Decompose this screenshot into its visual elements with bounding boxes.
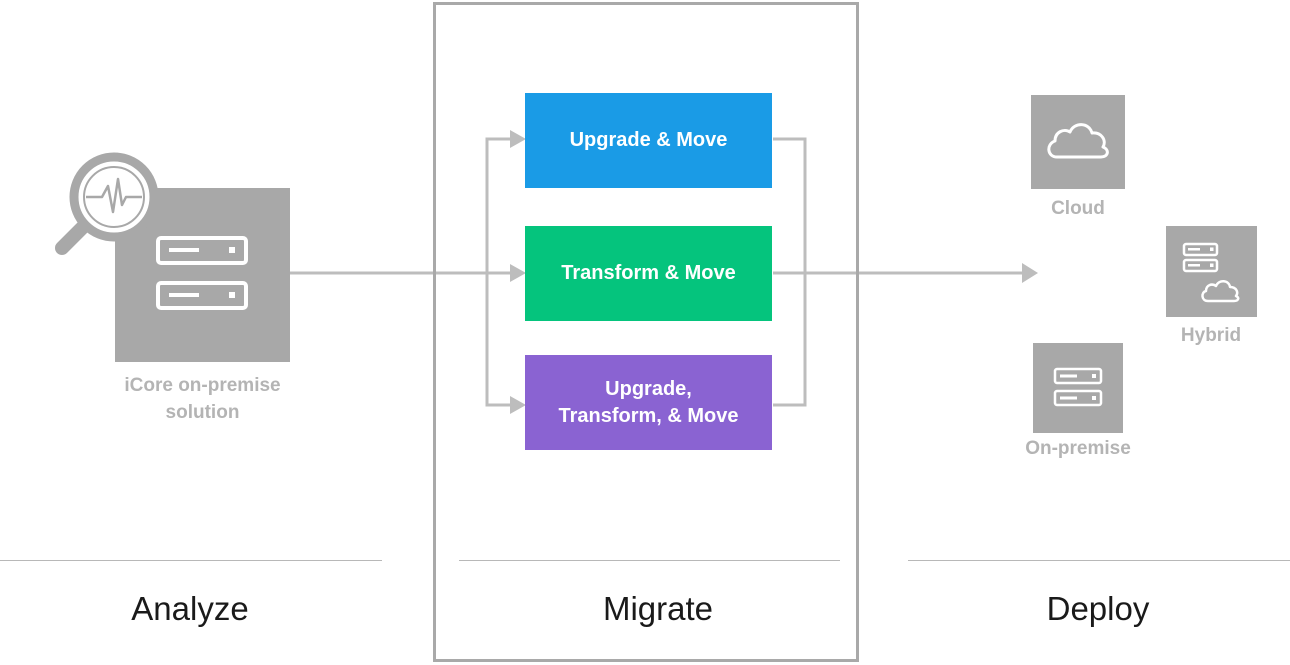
migrate-divider	[459, 560, 840, 561]
option-label: Transform & Move	[561, 262, 736, 284]
analyze-caption: iCore on-premise solution	[124, 375, 281, 423]
analyze-divider	[0, 560, 382, 561]
cloud-icon	[1031, 95, 1125, 189]
deploy-divider	[908, 560, 1290, 561]
option-upgrade-move: Upgrade & Move	[525, 93, 772, 188]
on-premise-label: On-premise	[1025, 438, 1131, 459]
stage-label-migrate: Migrate	[602, 590, 714, 627]
arrowhead-transform	[510, 264, 526, 282]
arrowhead-upgrade-transform	[510, 396, 526, 414]
cloud-label: Cloud	[1051, 198, 1105, 219]
option-label: Upgrade, Transform, & Move	[558, 377, 739, 427]
option-label: Upgrade & Move	[569, 129, 728, 151]
option-transform-move: Transform & Move	[525, 226, 772, 321]
on-premise-server-icon	[115, 188, 290, 362]
hybrid-icon	[1166, 226, 1257, 317]
stage-label-analyze: Analyze	[131, 590, 249, 627]
on-premise-target-icon	[1033, 343, 1123, 433]
option-upgrade-transform-move: Upgrade, Transform, & Move	[525, 355, 772, 450]
stage-label-deploy: Deploy	[1046, 590, 1150, 627]
migrate-stage-frame	[433, 2, 859, 662]
magnifier-icon	[55, 152, 159, 255]
hybrid-label: Hybrid	[1180, 325, 1242, 346]
arrowhead-deploy	[1022, 263, 1038, 283]
arrowhead-upgrade	[510, 130, 526, 148]
